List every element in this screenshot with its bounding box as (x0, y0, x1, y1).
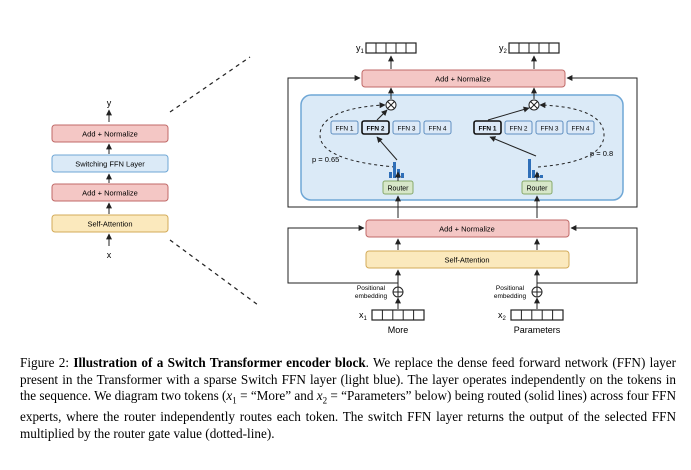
self-attention-block (365, 250, 570, 269)
caption-prefix: Figure 2: (20, 355, 70, 370)
positional-embedding-label-left-2: embedding (355, 293, 388, 300)
y1-vector (365, 42, 417, 54)
y1-label: y1 (356, 43, 365, 55)
caption-line5: independently routes each token. The swi… (160, 409, 676, 425)
left-encoder-diagram: y Add + Normalize Switching FFN Layer Ad… (51, 56, 259, 306)
gate-dotted-left (319, 102, 396, 168)
caption-line4-start: and (294, 388, 317, 404)
left-self-attention-block (51, 214, 169, 233)
x2-vector (510, 309, 564, 321)
caption-x1-value: = “More” (236, 388, 292, 404)
ffn-expert-left-3 (392, 120, 421, 135)
ffn-expert-label-left-2: FFN 2 (366, 126, 384, 133)
figure-caption: Figure 2: Illustration of a Switch Trans… (20, 355, 676, 443)
caption-title: Illustration of a Switch Transformer enc… (73, 355, 366, 370)
x2-label: x2 (498, 310, 507, 322)
multiply-icon-right (528, 99, 540, 111)
ffn-group-left: FFN 1 FFN 2 FFN 3 FFN 4 (330, 120, 452, 135)
add-positional-icon-right (531, 286, 543, 298)
ffn-expert-right-3 (535, 120, 564, 135)
ffn-expert-left-2 (361, 120, 390, 135)
ffn-group-right: FFN 1 FFN 2 FFN 3 FFN 4 (473, 120, 595, 135)
router-label-left: Router (387, 186, 409, 193)
zoom-line-top (169, 56, 251, 113)
ffn-expert-label-right-3: FFN 3 (540, 126, 558, 133)
x1-vector (371, 309, 425, 321)
histogram-bar-left-1 (389, 172, 392, 178)
left-switching-ffn-block (51, 154, 169, 173)
left-switching-ffn-label: Switching FFN Layer (75, 160, 145, 169)
gate-value-right: p = 0.8 (590, 149, 613, 158)
right-encoder-diagram: y1 y2 Add + Normalize (287, 42, 638, 335)
residual-connection-bottom (287, 225, 398, 284)
ffn-expert-right-2 (504, 120, 533, 135)
left-y-label: y (107, 98, 112, 108)
mid-add-normalize-block (365, 219, 570, 238)
ffn-expert-label-left-3: FFN 3 (397, 126, 415, 133)
caption-x2-symbol: x (316, 388, 323, 404)
switch-ffn-layer-container (300, 94, 624, 201)
ffn-expert-right-4 (566, 120, 595, 135)
ffn-expert-label-left-1: FFN 1 (335, 126, 353, 133)
switch-transformer-diagram: y Add + Normalize Switching FFN Layer Ad… (51, 42, 638, 335)
ffn-expert-label-right-4: FFN 4 (571, 126, 589, 133)
left-add-normalize-bottom-block (51, 183, 169, 202)
multiply-icon-left (385, 99, 397, 111)
top-add-normalize-block (361, 69, 566, 88)
x1-label: x1 (359, 310, 368, 322)
gate-value-left: p = 0.65 (312, 155, 339, 164)
residual-connection-bottom-right (537, 225, 638, 284)
residual-connection-top-right (397, 75, 638, 208)
left-add-normalize-top-block (51, 124, 169, 143)
caption-line3: layer operates independently on the toke… (20, 371, 676, 404)
ffn-expert-label-right-1: FFN 1 (478, 126, 496, 133)
histogram-bar-right-4 (540, 175, 543, 178)
ffn-expert-label-left-4: FFN 4 (428, 126, 446, 133)
ffn-expert-left-1 (330, 120, 359, 135)
gate-dotted-right (537, 102, 605, 168)
router-label-right: Router (526, 186, 548, 193)
y2-label: y2 (499, 43, 508, 55)
positional-embedding-label-right-2: embedding (494, 293, 527, 300)
caption-line1-rest: . We replace the dense feed forward (365, 355, 561, 370)
caption-line6: multiplied by the router gate value (dot… (20, 426, 275, 442)
token-label-more: More (388, 325, 409, 335)
top-add-normalize-label: Add + Normalize (435, 75, 491, 84)
residual-connection-top (287, 75, 397, 208)
add-positional-icon-left (392, 286, 404, 298)
histogram-bar-left-4 (401, 173, 404, 178)
ffn-expert-left-4 (423, 120, 452, 135)
ffn-expert-right-1 (473, 120, 502, 135)
caption-x2-value: = “Parameters” below) being routed (soli… (20, 388, 676, 425)
histogram-bar-right-1 (528, 159, 531, 178)
left-x-label: x (107, 250, 112, 260)
left-add-normalize-top-label: Add + Normalize (82, 130, 138, 139)
ffn-expert-label-right-2: FFN 2 (509, 126, 527, 133)
caption-x1-subscript: 1 (232, 395, 237, 406)
histogram-bar-left-2 (393, 162, 396, 178)
caption-x2-subscript: 2 (322, 395, 328, 406)
histogram-bar-right-2 (532, 170, 535, 178)
mid-add-normalize-label: Add + Normalize (439, 225, 495, 234)
token-label-parameters: Parameters (514, 325, 561, 335)
positional-embedding-label-left: Positional (357, 285, 386, 292)
self-attention-label: Self-Attention (444, 256, 489, 265)
positional-embedding-label-right: Positional (496, 285, 525, 292)
left-self-attention-label: Self-Attention (87, 220, 132, 229)
zoom-line-bottom (169, 239, 259, 306)
left-add-normalize-bottom-label: Add + Normalize (82, 189, 138, 198)
y2-vector (508, 42, 560, 54)
caption-line2: network (FFN) layer present in the Trans… (20, 355, 677, 387)
caption-x1-symbol: x (226, 388, 233, 404)
